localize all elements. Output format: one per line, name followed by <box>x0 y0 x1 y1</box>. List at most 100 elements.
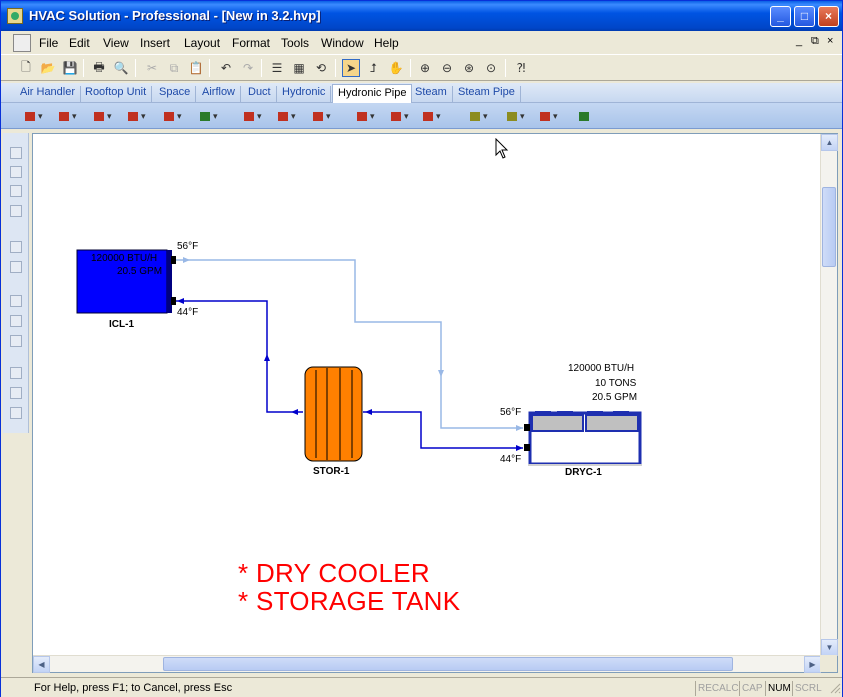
recalc-icon[interactable]: ⟲ <box>315 61 327 75</box>
maximize-button[interactable]: □ <box>794 6 815 27</box>
zoom-out-icon[interactable]: ⊖ <box>441 61 453 75</box>
menu-bar: File Edit View Insert Layout Format Tool… <box>1 31 842 53</box>
expansion-joint-icon[interactable]: ▾ <box>423 110 441 122</box>
tool-icon[interactable] <box>10 315 22 327</box>
tool-icon[interactable] <box>10 295 22 307</box>
menu-file[interactable]: File <box>39 36 59 50</box>
diagram-canvas[interactable]: 120000 BTU/H 20.5 GPM 56°F 44°F ICL-1 ST… <box>33 134 821 656</box>
flow-arrow-icon <box>516 425 523 431</box>
horizontal-scrollbar[interactable]: ◀ ▶ <box>33 655 821 673</box>
calculator-icon[interactable]: ▦ <box>293 61 305 75</box>
menu-format[interactable]: Format <box>232 36 271 50</box>
menu-edit[interactable]: Edit <box>69 36 90 50</box>
menu-layout[interactable]: Layout <box>184 36 221 50</box>
toolbar-separator <box>135 59 136 77</box>
tool-icon[interactable] <box>10 387 22 399</box>
cooler-outlet-nozzle <box>524 444 530 451</box>
properties-icon[interactable]: ☰ <box>271 61 283 75</box>
connect-pipe-icon[interactable]: ⮥ <box>369 60 377 75</box>
resize-grip-icon[interactable] <box>829 682 841 694</box>
tab-hydronic-pipe[interactable]: Hydronic Pipe <box>332 84 413 103</box>
chiller-body[interactable] <box>76 249 168 314</box>
zoom-extents-icon[interactable]: ⊛ <box>463 61 475 75</box>
tab-air-handler[interactable]: Air Handler <box>15 86 82 102</box>
tool-icon[interactable] <box>10 367 22 379</box>
tab-airflow[interactable]: Airflow <box>197 86 242 102</box>
document-icon[interactable] <box>13 34 31 52</box>
tool-icon[interactable] <box>10 147 22 159</box>
check-valve-icon[interactable]: ▾ <box>94 110 112 122</box>
dry-cooler-fan-section <box>585 414 639 432</box>
tool-icon[interactable] <box>10 205 22 217</box>
storage-tank-body[interactable] <box>304 366 363 462</box>
app-icon[interactable] <box>7 8 23 24</box>
tool-icon[interactable] <box>10 261 22 273</box>
scroll-up-button[interactable]: ▲ <box>821 134 838 151</box>
dry-cooler-fan-section <box>531 414 584 432</box>
piping-diagram <box>76 249 642 466</box>
select-arrow-icon[interactable]: ➤ <box>342 59 360 77</box>
cooler-supply-temp-label: 56°F <box>500 407 522 418</box>
close-button[interactable]: × <box>818 6 839 27</box>
context-help-icon[interactable]: ⁈ <box>516 61 526 75</box>
pan-hand-icon[interactable]: ✋ <box>388 61 404 75</box>
menu-window[interactable]: Window <box>321 36 364 50</box>
horizontal-scroll-thumb[interactable] <box>163 657 733 671</box>
cooler-return-temp-label: 44°F <box>500 454 522 465</box>
vertical-scroll-thumb[interactable] <box>822 187 836 267</box>
tab-rooftop-unit[interactable]: Rooftop Unit <box>80 86 153 102</box>
scroll-left-button[interactable]: ◀ <box>33 656 50 673</box>
globe-valve-icon[interactable]: ▾ <box>59 110 77 122</box>
warm-pipe[interactable] <box>176 259 523 429</box>
tool-icon[interactable] <box>10 241 22 253</box>
save-icon[interactable]: 💾 <box>62 61 78 75</box>
redo-icon[interactable]: ↷ <box>242 61 254 75</box>
vertical-scrollbar[interactable]: ▲ ▼ <box>820 134 838 656</box>
menu-view[interactable]: View <box>103 36 129 50</box>
cold-pipe-cooler-to-tank[interactable] <box>363 411 523 449</box>
mdi-minimize-button[interactable]: _ <box>796 35 803 47</box>
scroll-down-button[interactable]: ▼ <box>821 639 838 656</box>
open-folder-icon[interactable]: 📂 <box>40 61 56 75</box>
balancing-valve-icon[interactable]: ▾ <box>128 110 146 122</box>
tee-fitting-icon[interactable]: ▾ <box>244 110 262 122</box>
copy-icon[interactable]: ⧉ <box>169 60 179 75</box>
menu-insert[interactable]: Insert <box>140 36 171 50</box>
cut-icon[interactable]: ✂ <box>146 61 158 75</box>
gate-valve-icon[interactable]: ▾ <box>25 110 43 122</box>
pump-icon[interactable]: ▾ <box>164 110 182 122</box>
menu-help[interactable]: Help <box>374 36 399 50</box>
print-icon[interactable]: 🖶 <box>93 59 105 74</box>
thermometer-icon[interactable]: ▾ <box>507 110 525 122</box>
mdi-restore-button[interactable]: ⧉ <box>811 35 819 47</box>
tab-duct[interactable]: Duct <box>243 86 277 102</box>
tab-hydronic[interactable]: Hydronic <box>277 86 332 102</box>
zoom-window-icon[interactable]: ⊙ <box>485 61 497 75</box>
tool-icon[interactable] <box>10 185 22 197</box>
menu-tools[interactable]: Tools <box>281 36 310 50</box>
print-preview-icon[interactable]: 🔍 <box>113 61 129 75</box>
new-file-icon[interactable]: 🗋 <box>21 59 31 74</box>
tab-steam-pipe[interactable]: Steam Pipe <box>453 86 521 102</box>
paste-icon[interactable]: 📋 <box>188 61 204 75</box>
strainer-icon[interactable]: ▾ <box>200 110 218 122</box>
cross-fitting-icon[interactable]: ▾ <box>278 110 296 122</box>
elbow-icon[interactable]: ▾ <box>357 110 375 122</box>
minimize-button[interactable]: _ <box>770 6 791 27</box>
mdi-close-button[interactable]: × <box>827 35 834 47</box>
tab-space[interactable]: Space <box>154 86 197 102</box>
reducer-icon[interactable]: ▾ <box>313 110 331 122</box>
undo-icon[interactable]: ↶ <box>220 61 232 75</box>
tool-icon[interactable] <box>10 166 22 178</box>
tool-icon[interactable] <box>10 407 22 419</box>
title-bar[interactable]: HVAC Solution - Professional - [New in 3… <box>1 1 842 31</box>
tab-steam[interactable]: Steam <box>410 86 453 102</box>
cone-fitting-icon[interactable]: ▾ <box>391 110 409 122</box>
gauge-icon[interactable]: ▾ <box>470 110 488 122</box>
drain-icon[interactable]: ▾ <box>540 110 558 122</box>
tool-icon[interactable] <box>10 335 22 347</box>
zoom-in-icon[interactable]: ⊕ <box>419 61 431 75</box>
tank-fitting-icon[interactable] <box>579 110 592 122</box>
scroll-right-button[interactable]: ▶ <box>804 656 821 673</box>
